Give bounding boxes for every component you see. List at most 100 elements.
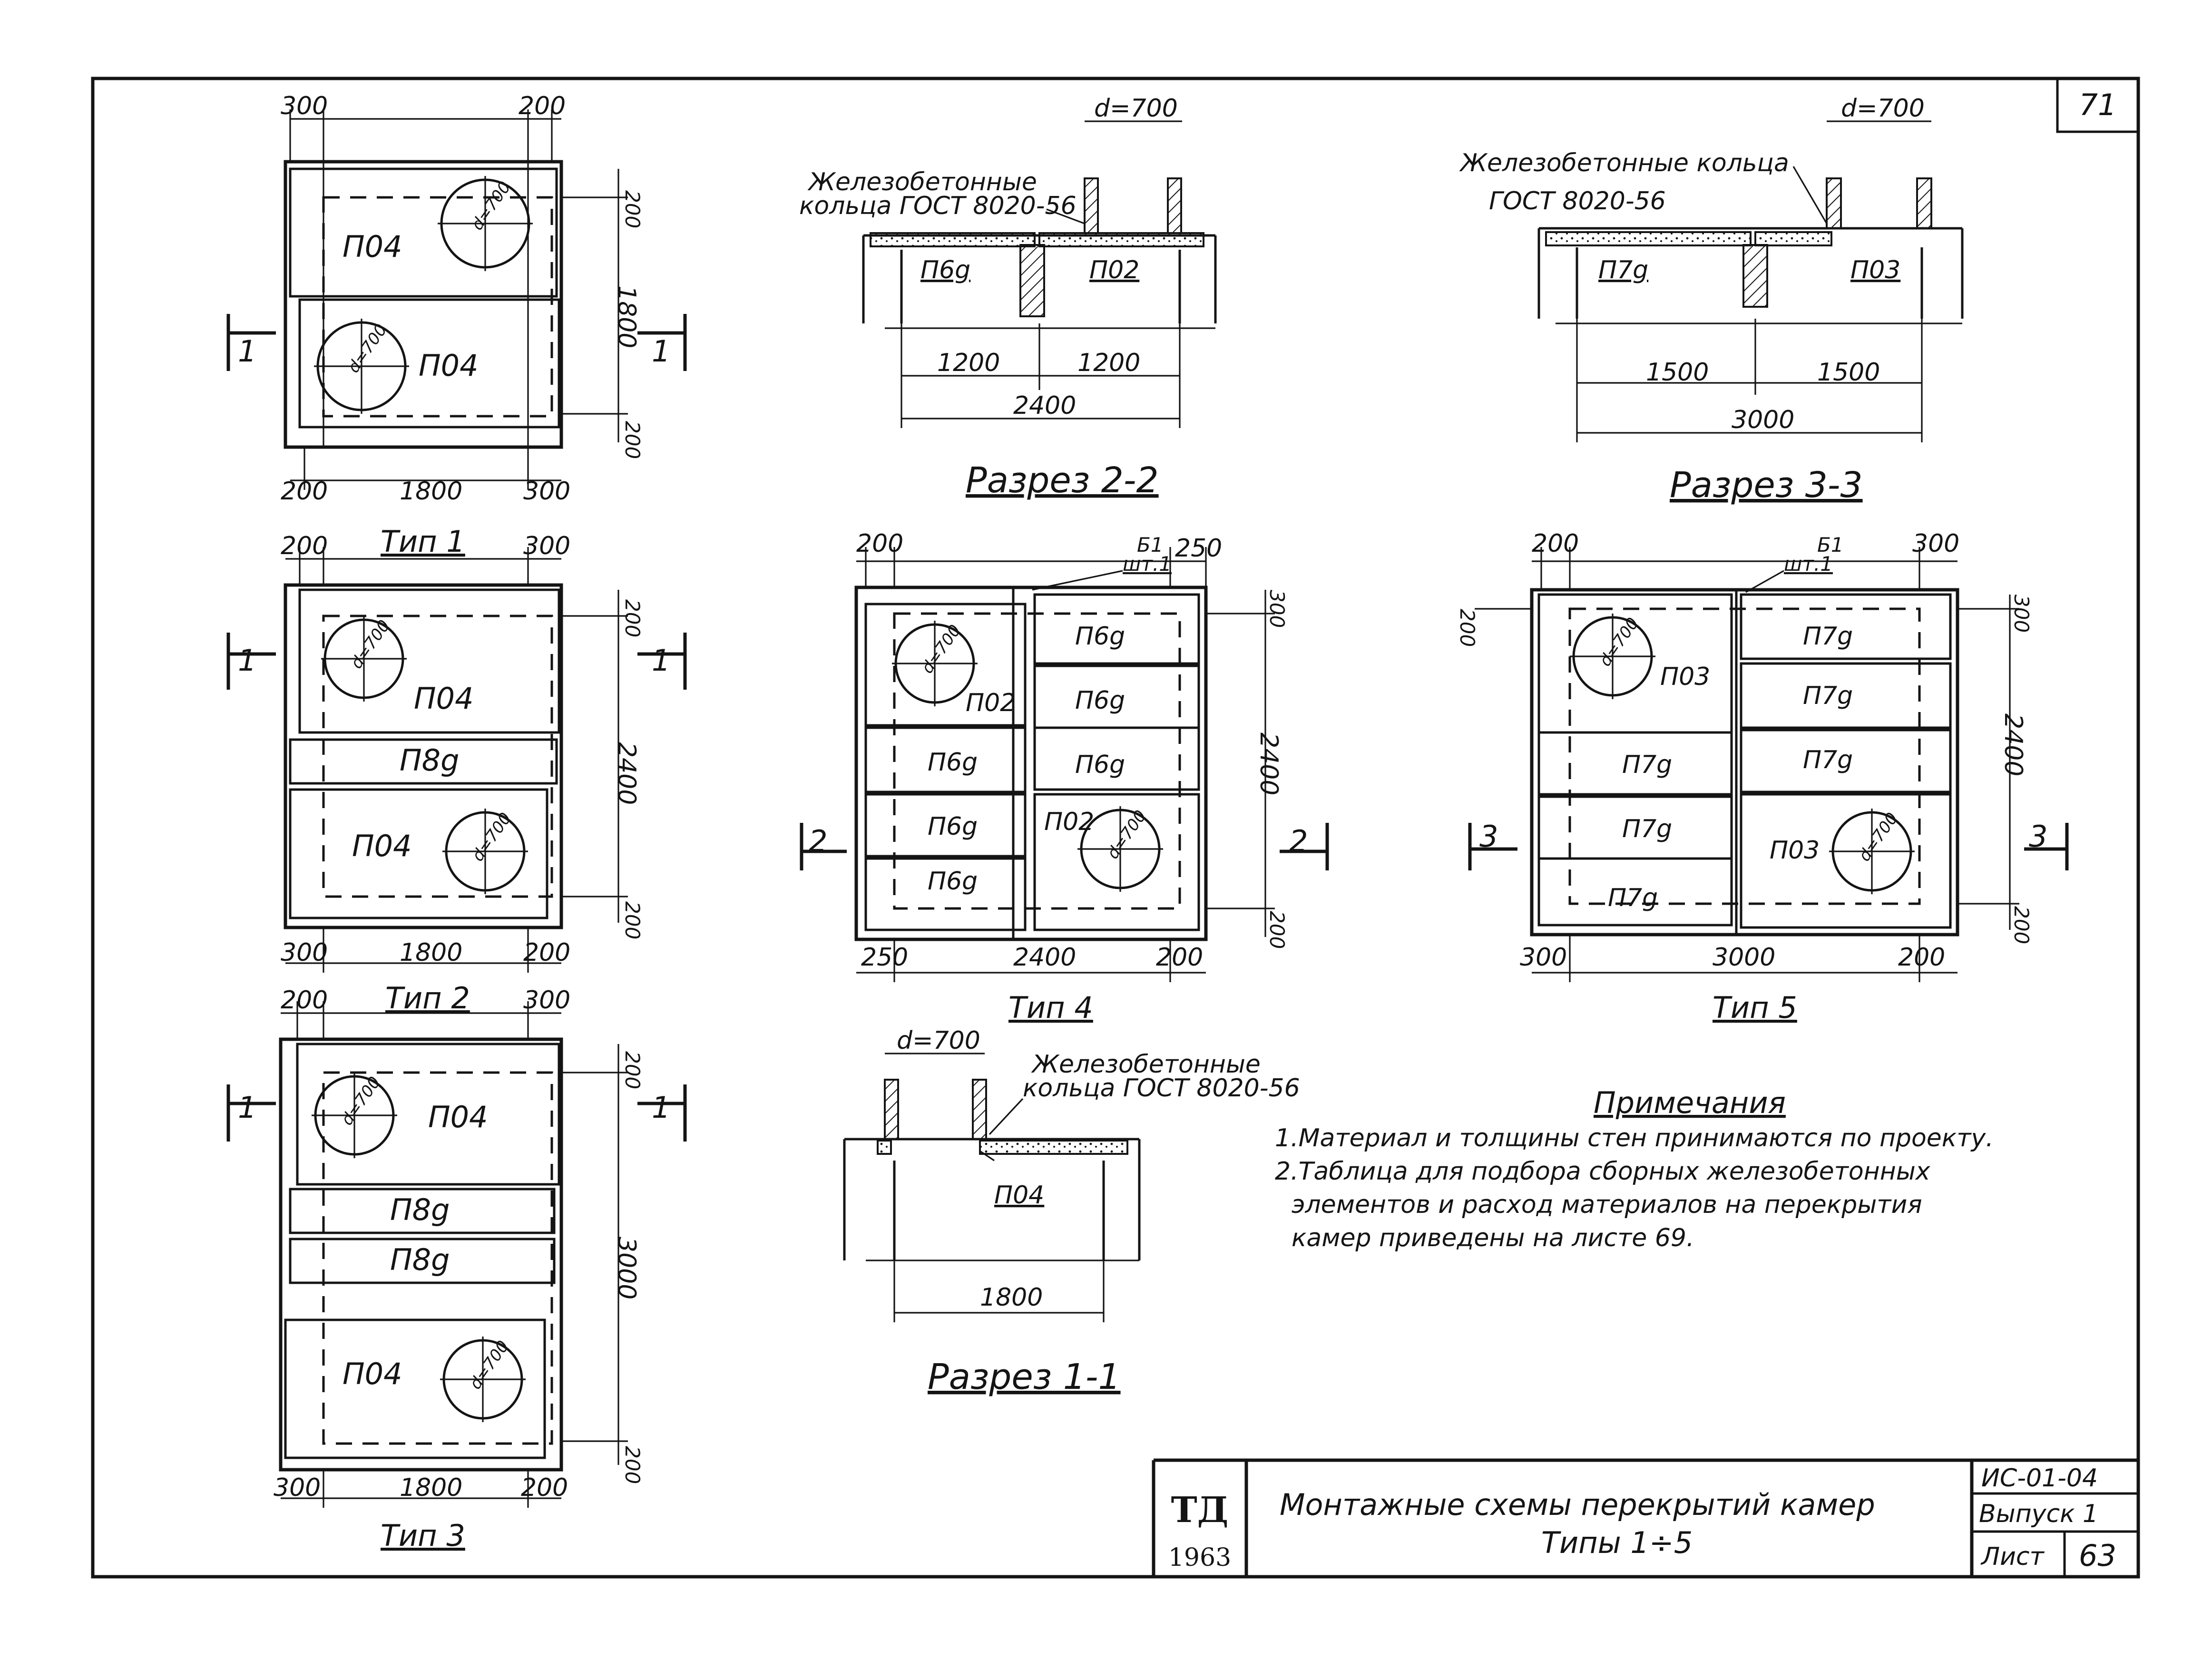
slab-label: П6g (1075, 751, 1125, 779)
slab-label: П04 (428, 1100, 488, 1134)
dim-label: 300 (281, 92, 328, 120)
section-mark: 1 (652, 334, 670, 369)
hole-label: d=700 (1103, 807, 1150, 862)
plan-caption: Тип 3 (381, 1518, 465, 1553)
slab-label: П8g (390, 1242, 450, 1277)
bracket-label: Б1 (1817, 533, 1844, 556)
slab-label: П03 (1770, 836, 1820, 865)
dim-label: 3000 (1713, 943, 1775, 972)
section-mark: 2 (1289, 824, 1308, 859)
dim-label: 200 (1532, 529, 1579, 558)
slab-label: П02 (1044, 808, 1094, 836)
sheet-label: Лист (1980, 1542, 2045, 1571)
section-mark: 3 (2029, 819, 2047, 854)
slab-label: П6g (928, 812, 978, 841)
note-line: камер приведены на листе 69. (1292, 1224, 1694, 1252)
bracket-qty: шт.1 (1784, 552, 1833, 576)
hole-label: d=700 (337, 1073, 384, 1129)
sheet-subtitle: Типы 1÷5 (1541, 1525, 1693, 1560)
slab-label: П6g (928, 867, 978, 896)
sheet-number: 63 (2079, 1538, 2116, 1573)
dim-label: 200 (1156, 943, 1203, 972)
notes-heading: Примечания (1594, 1085, 1786, 1120)
dim-label: 200 (856, 529, 903, 558)
dim-label: 300 (523, 532, 570, 560)
dim-label: 200 (1898, 943, 1945, 972)
bracket-label: Б1 (1137, 533, 1164, 556)
sheet-title: Монтажные схемы перекрытий камер (1280, 1487, 1875, 1522)
slab-label: П7g (1608, 884, 1658, 912)
dim-label: 200 (281, 477, 328, 506)
hole-label: d=700 (1595, 614, 1643, 670)
dim-label: 250 (1175, 534, 1222, 563)
section-caption: Разрез 2-2 (966, 460, 1159, 501)
dim-label: 300 (1912, 529, 1959, 558)
slab-label: П8g (400, 743, 459, 778)
slab-label: П03 (1660, 663, 1710, 691)
dim-label: 200 (281, 986, 328, 1015)
dim-label: 3000 (612, 1237, 641, 1299)
dim-label: 200 (621, 421, 644, 459)
title-block: ТД 1963 Монтажные схемы перекрытий камер… (1152, 1458, 2138, 1577)
dim-label: 2400 (1013, 943, 1076, 972)
dim-label: 300 (2010, 595, 2033, 633)
hole-label: d=700 (918, 621, 965, 677)
dim-label: 200 (621, 1446, 644, 1484)
slab-label: П6g (1075, 622, 1125, 651)
dim-label: 1800 (612, 285, 641, 348)
dim-label: 1500 (1646, 358, 1709, 387)
dim-label: 300 (274, 1474, 321, 1502)
diameter-label: d=700 (897, 1026, 980, 1055)
hole-label: d=700 (466, 1337, 513, 1393)
sheet-frame: 71 (91, 77, 2140, 1579)
slab-label: П04 (414, 681, 474, 716)
section-1-1: d=700 Железобетонные кольца ГОСТ 8020-56… (843, 1026, 1300, 1397)
dim-label: 200 (281, 532, 328, 560)
plan-type1: П04 П04 d=700 d=700 300 200 200 1800 300… (226, 92, 687, 559)
dim-label: 200 (519, 92, 566, 120)
dim-label: 200 (2010, 906, 2033, 944)
plan-caption: Тип 4 (1008, 990, 1093, 1025)
dim-label: 200 (523, 938, 570, 967)
section-mark: 3 (1479, 819, 1498, 854)
dim-label: 200 (521, 1474, 568, 1502)
page-number: 71 (2079, 88, 2117, 122)
dim-label: 2400 (612, 742, 641, 805)
annotation: Железобетонные кольца (1459, 149, 1789, 177)
slab-label: П04 (994, 1181, 1044, 1210)
dim-label: 2400 (1999, 713, 2027, 776)
dim-label: 200 (621, 599, 644, 637)
plan-caption: Тип 2 (385, 981, 470, 1015)
section-mark: 1 (238, 334, 256, 369)
slab-label: П8g (390, 1192, 450, 1227)
slab-label: П7g (1803, 746, 1853, 774)
dim-label: 1800 (980, 1283, 1043, 1312)
dim-label: 1500 (1817, 358, 1880, 387)
section-2-2: d=700 Железобетонные кольца ГОСТ 8020-56… (799, 94, 1217, 501)
section-3-3: d=700 Железобетонные кольца ГОСТ 8020-56… (1459, 94, 1964, 506)
slab-label: П7g (1598, 256, 1648, 284)
hole-label: d=700 (468, 178, 515, 234)
dim-label: 200 (621, 1051, 644, 1089)
slab-label: П03 (1850, 256, 1900, 284)
dim-label: 300 (523, 477, 570, 506)
section-mark: 1 (238, 643, 256, 678)
section-caption: Разрез 1-1 (928, 1357, 1121, 1397)
dim-label: 2400 (1013, 391, 1076, 420)
dim-label: 200 (621, 190, 644, 228)
annotation: кольца ГОСТ 8020-56 (1023, 1074, 1300, 1103)
slab-label: П7g (1622, 751, 1672, 779)
slab-label: П04 (352, 829, 412, 863)
slab-label: П6g (928, 748, 978, 777)
dim-label: 1800 (400, 938, 462, 967)
hole-label: d=700 (344, 321, 391, 376)
diameter-label: d=700 (1841, 94, 1925, 123)
slab-label: П02 (966, 689, 1016, 717)
issue-label: Выпуск 1 (1979, 1500, 2098, 1528)
dim-label: 200 (621, 901, 644, 939)
dim-label: 300 (1520, 943, 1567, 972)
section-mark: 2 (809, 824, 827, 859)
slab-label: П7g (1803, 682, 1853, 710)
annotation: ГОСТ 8020-56 (1489, 187, 1666, 215)
